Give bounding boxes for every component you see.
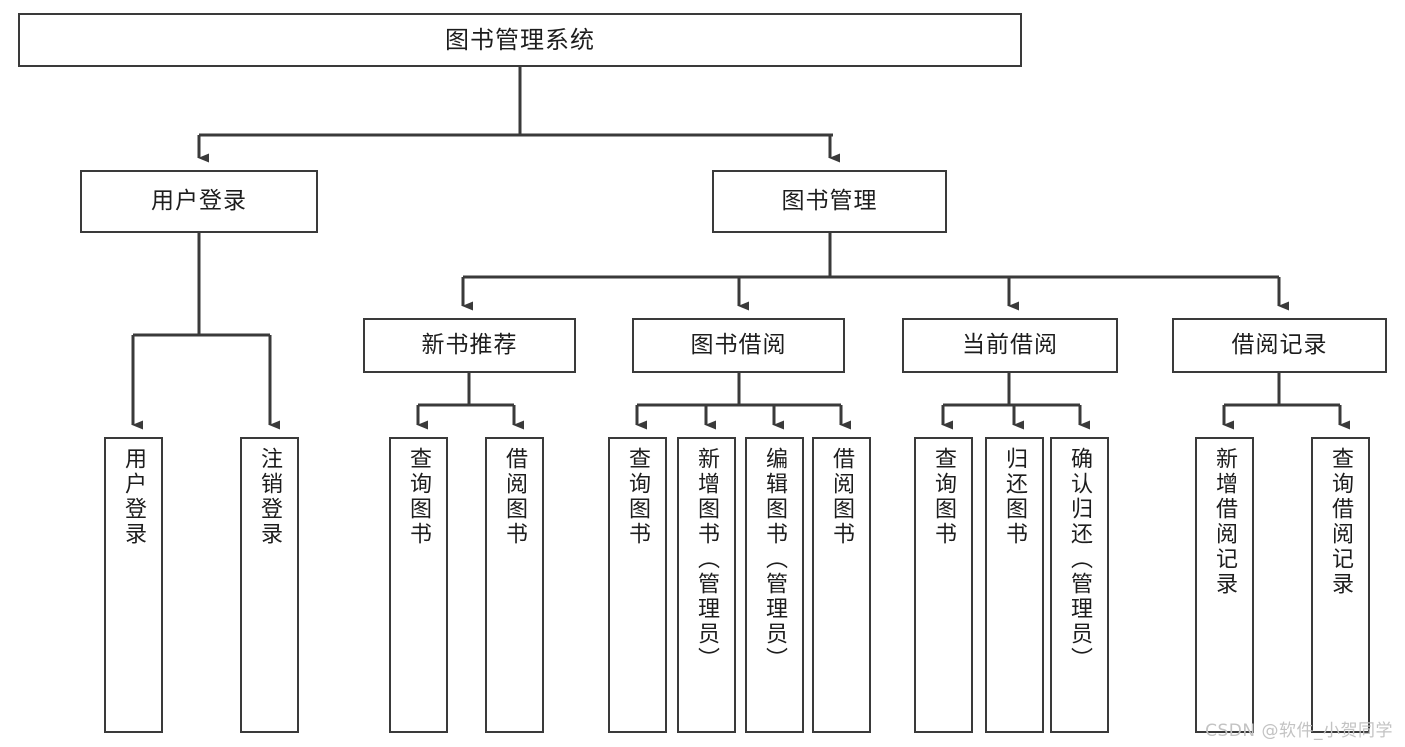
node-current-borrow[interactable]: 当前借阅: [902, 318, 1118, 373]
leaf-user-login-label: 用户登录: [121, 447, 147, 547]
leaf-query-book-borrow[interactable]: 查询图书: [608, 437, 667, 733]
watermark: CSDN @软件_小贺同学: [1205, 721, 1393, 741]
leaf-borrow-book-recommend[interactable]: 借阅图书: [485, 437, 544, 733]
leaf-add-book-admin[interactable]: 新增图书（管理员）: [677, 437, 736, 733]
leaf-add-borrow-record-label: 新增借阅记录: [1212, 447, 1238, 597]
leaf-edit-book-admin[interactable]: 编辑图书（管理员）: [745, 437, 804, 733]
leaf-borrow-book-recommend-label: 借阅图书: [502, 447, 528, 547]
node-book-borrow[interactable]: 图书借阅: [632, 318, 845, 373]
node-book-management-label: 图书管理: [781, 187, 878, 214]
leaf-user-login[interactable]: 用户登录: [104, 437, 163, 733]
node-book-borrow-label: 图书借阅: [690, 331, 787, 358]
node-borrow-record[interactable]: 借阅记录: [1172, 318, 1387, 373]
node-new-book-recommend-label: 新书推荐: [421, 331, 518, 358]
node-borrow-record-label: 借阅记录: [1231, 331, 1328, 358]
leaf-add-book-admin-label: 新增图书（管理员）: [694, 447, 720, 672]
leaf-confirm-return-admin[interactable]: 确认归还（管理员）: [1050, 437, 1109, 733]
node-user-login-label: 用户登录: [151, 187, 247, 214]
leaf-return-book[interactable]: 归还图书: [985, 437, 1044, 733]
leaf-query-borrow-record[interactable]: 查询借阅记录: [1311, 437, 1370, 733]
leaf-query-book-current-label: 查询图书: [931, 447, 957, 547]
leaf-edit-book-admin-label: 编辑图书（管理员）: [762, 447, 788, 672]
leaf-user-logout-label: 注销登录: [257, 447, 283, 547]
node-new-book-recommend[interactable]: 新书推荐: [363, 318, 576, 373]
leaf-query-book-borrow-label: 查询图书: [625, 447, 651, 547]
leaf-return-book-label: 归还图书: [1002, 447, 1028, 547]
leaf-borrow-book[interactable]: 借阅图书: [812, 437, 871, 733]
node-root-label: 图书管理系统: [445, 25, 595, 54]
leaf-add-borrow-record[interactable]: 新增借阅记录: [1195, 437, 1254, 733]
node-current-borrow-label: 当前借阅: [962, 331, 1058, 358]
leaf-query-book-recommend[interactable]: 查询图书: [389, 437, 448, 733]
node-root-system[interactable]: 图书管理系统: [18, 13, 1022, 67]
leaf-query-book-current[interactable]: 查询图书: [914, 437, 973, 733]
node-book-management[interactable]: 图书管理: [712, 170, 947, 233]
leaf-query-borrow-record-label: 查询借阅记录: [1328, 447, 1354, 597]
node-user-login[interactable]: 用户登录: [80, 170, 318, 233]
leaf-user-logout[interactable]: 注销登录: [240, 437, 299, 733]
leaf-query-book-recommend-label: 查询图书: [406, 447, 432, 547]
leaf-borrow-book-label: 借阅图书: [829, 447, 855, 547]
leaf-confirm-return-admin-label: 确认归还（管理员）: [1067, 447, 1093, 672]
